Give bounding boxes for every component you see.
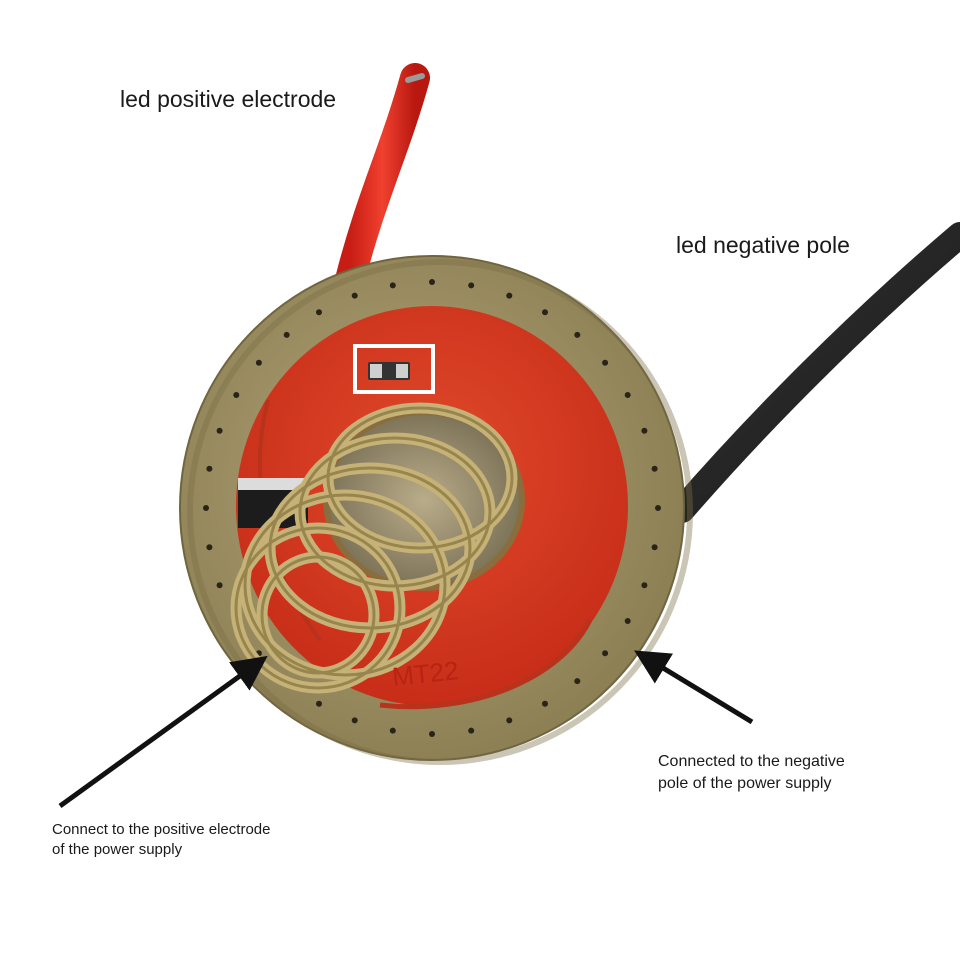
supply-positive-line1: Connect to the positive electrode xyxy=(52,821,271,838)
black-wire xyxy=(669,222,960,523)
supply-negative-label: Connected to the negative pole of the po… xyxy=(658,751,845,795)
perimeter-hole xyxy=(429,279,435,285)
supply-negative-line2: pole of the power supply xyxy=(658,775,832,792)
perimeter-hole xyxy=(206,544,213,551)
perimeter-hole xyxy=(468,727,475,734)
perimeter-hole xyxy=(389,282,396,289)
perimeter-hole xyxy=(651,544,658,551)
perimeter-hole xyxy=(206,465,213,472)
perimeter-hole xyxy=(506,717,513,724)
perimeter-holes xyxy=(203,279,661,737)
supply-positive-label: Connect to the positive electrode of the… xyxy=(52,820,270,860)
perimeter-hole xyxy=(316,700,322,707)
perimeter-hole xyxy=(641,427,648,434)
perimeter-hole xyxy=(216,427,223,434)
perimeter-hole xyxy=(255,359,262,366)
arrow-icon xyxy=(634,650,754,725)
perimeter-hole xyxy=(574,331,581,338)
perimeter-hole xyxy=(602,650,609,657)
perimeter-hole xyxy=(389,727,396,734)
perimeter-hole xyxy=(506,292,513,299)
led-positive-label: led positive electrode xyxy=(120,86,337,112)
board-marking: MT22 xyxy=(391,655,460,692)
led-negative-label: led negative pole xyxy=(676,232,850,258)
perimeter-hole xyxy=(429,731,435,737)
arrow-icon xyxy=(58,655,268,809)
perimeter-hole xyxy=(641,582,648,589)
perimeter-hole xyxy=(316,309,322,316)
perimeter-hole xyxy=(574,678,581,685)
perimeter-hole xyxy=(351,717,358,724)
perimeter-hole xyxy=(602,359,609,366)
perimeter-hole xyxy=(542,700,548,707)
perimeter-hole xyxy=(216,582,223,589)
supply-negative-line1: Connected to the negative xyxy=(658,753,845,770)
red-wire xyxy=(335,63,430,295)
perimeter-hole xyxy=(351,292,358,299)
perimeter-hole xyxy=(203,505,209,511)
perimeter-hole xyxy=(283,331,290,338)
perimeter-hole xyxy=(655,505,661,511)
supply-positive-line2: of the power supply xyxy=(52,841,183,858)
perimeter-hole xyxy=(233,392,240,398)
perimeter-hole xyxy=(468,282,475,289)
perimeter-hole xyxy=(624,618,631,624)
perimeter-hole xyxy=(624,392,631,398)
perimeter-hole xyxy=(651,465,658,472)
perimeter-hole xyxy=(542,309,548,316)
